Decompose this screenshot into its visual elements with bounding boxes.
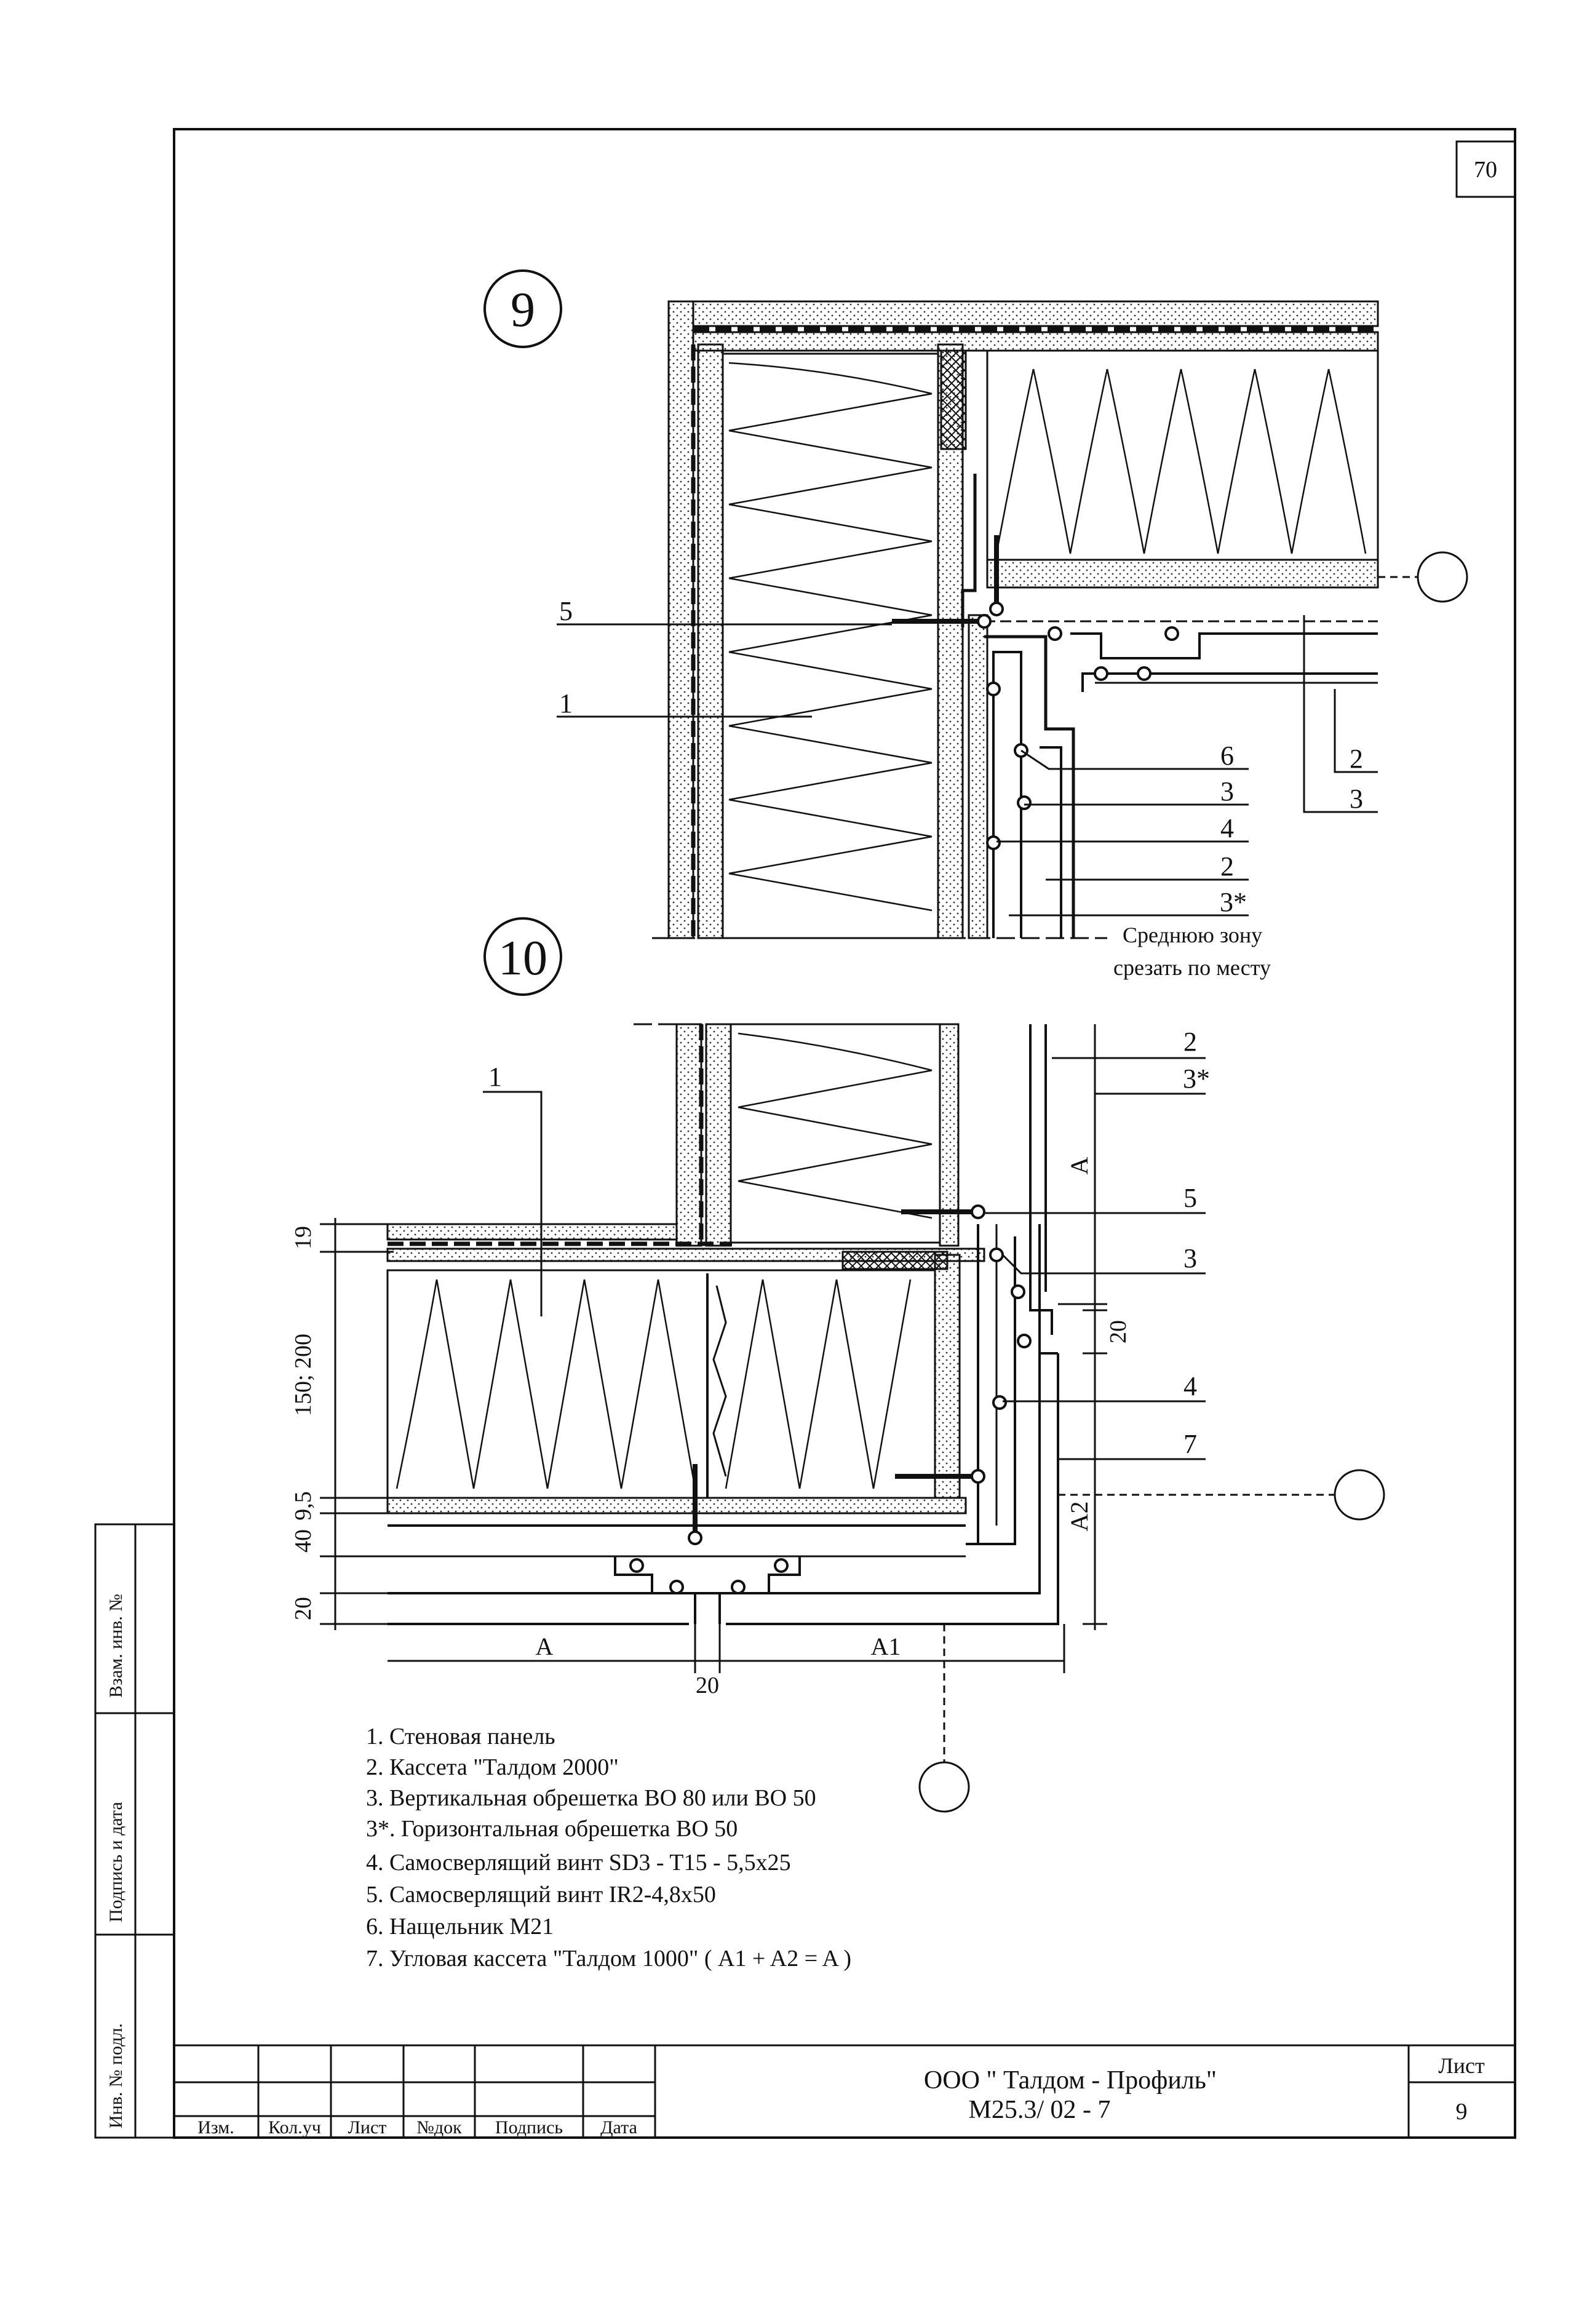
legend-item: 3. Вертикальная обрешетка ВО 80 или ВО 5…	[366, 1785, 816, 1811]
side-stamp	[94, 1523, 175, 2139]
d10-dim-gap: 20	[1105, 1320, 1131, 1343]
d10-callout-5: 5	[1183, 1183, 1197, 1213]
side-stamp-original: Инв. № подл.	[106, 2023, 126, 2128]
d9-note-line1: Среднюю зону	[1123, 923, 1262, 947]
side-stamp-signature: Подпись и дата	[106, 1802, 126, 1922]
d9-callout-far-2: 2	[1350, 744, 1363, 774]
d10-callout-1: 1	[488, 1062, 502, 1092]
d9-callout-4: 4	[1220, 813, 1234, 843]
col-sheet: Лист	[348, 2117, 387, 2138]
d10-dim-A-right: A	[1065, 1156, 1093, 1174]
legend: 1. Стеновая панель 2. Кассета "Талдом 20…	[366, 1724, 851, 1972]
sheet-corner-number: 70	[1474, 157, 1497, 183]
d10-dim-A-bottom: A	[536, 1633, 554, 1660]
col-change: Изм.	[197, 2117, 234, 2138]
detail-9-drawing	[652, 300, 1468, 939]
d10-callout-4: 4	[1183, 1371, 1197, 1401]
d10-callout-2: 2	[1183, 1027, 1197, 1057]
svg-text:9: 9	[511, 283, 535, 337]
col-signature: Подпись	[495, 2117, 563, 2138]
side-stamp-replace: Взам. инв. №	[106, 1594, 126, 1698]
d10-dim-9-5: 9,5	[290, 1491, 316, 1521]
col-count: Кол.уч	[268, 2117, 321, 2138]
legend-item: 4. Самосверлящий винт SD3 - T15 - 5,5x25	[366, 1850, 791, 1876]
d9-callout-3: 3	[1220, 776, 1234, 806]
d10-dim-bottom-gap: 20	[696, 1673, 719, 1698]
legend-item: 3*. Горизонтальная обрешетка ВО 50	[366, 1816, 738, 1842]
d10-dim-A1: A1	[871, 1633, 901, 1660]
d10-dim-19: 19	[290, 1226, 316, 1249]
company-name: ООО " Талдом - Профиль"	[924, 2066, 1217, 2095]
d10-dim-20: 20	[290, 1597, 316, 1620]
d9-callout-2: 2	[1220, 851, 1234, 881]
d9-callout-1: 1	[559, 688, 573, 718]
detail-10-dimensions	[320, 1024, 1107, 1673]
detail-9-leaders	[557, 615, 1378, 917]
d10-dim-150-200: 150; 200	[290, 1334, 316, 1416]
document-code: М25.3/ 02 - 7	[969, 2096, 1111, 2124]
d9-callout-far-3: 3	[1350, 784, 1363, 814]
detail-10-marker: 10	[483, 917, 562, 996]
d9-note-line2: срезать по месту	[1113, 955, 1271, 980]
svg-text:10: 10	[498, 931, 547, 985]
detail-10-leaders	[483, 1057, 1206, 1460]
sheet-frame	[173, 128, 1516, 2139]
legend-item: 7. Угловая кассета "Талдом 1000" ( A1 + …	[366, 1946, 851, 1972]
legend-item: 2. Кассета "Талдом 2000"	[366, 1754, 619, 1780]
d10-callout-3: 3	[1183, 1243, 1197, 1273]
legend-item: 6. Нащельник М21	[366, 1914, 554, 1940]
detail-9-marker: 9	[483, 269, 562, 348]
d10-dim-40: 40	[290, 1529, 316, 1553]
col-date: Дата	[600, 2117, 637, 2138]
d9-callout-6: 6	[1220, 741, 1234, 771]
d10-callout-7: 7	[1183, 1429, 1197, 1459]
legend-item: 1. Стеновая панель	[366, 1724, 555, 1749]
sheet-number: 9	[1456, 2099, 1468, 2125]
title-block	[174, 2044, 1515, 2138]
d10-callout-3star: 3*	[1183, 1064, 1210, 1094]
detail-10-drawing	[386, 1023, 1385, 1813]
col-doc: №док	[416, 2117, 462, 2138]
d9-callout-5: 5	[559, 596, 573, 626]
d9-callout-3star: 3*	[1220, 887, 1247, 917]
legend-item: 5. Самосверлящий винт IR2-4,8x50	[366, 1882, 716, 1908]
sheet-label: Лист	[1438, 2053, 1485, 2078]
d10-dim-A2: A2	[1065, 1502, 1093, 1532]
